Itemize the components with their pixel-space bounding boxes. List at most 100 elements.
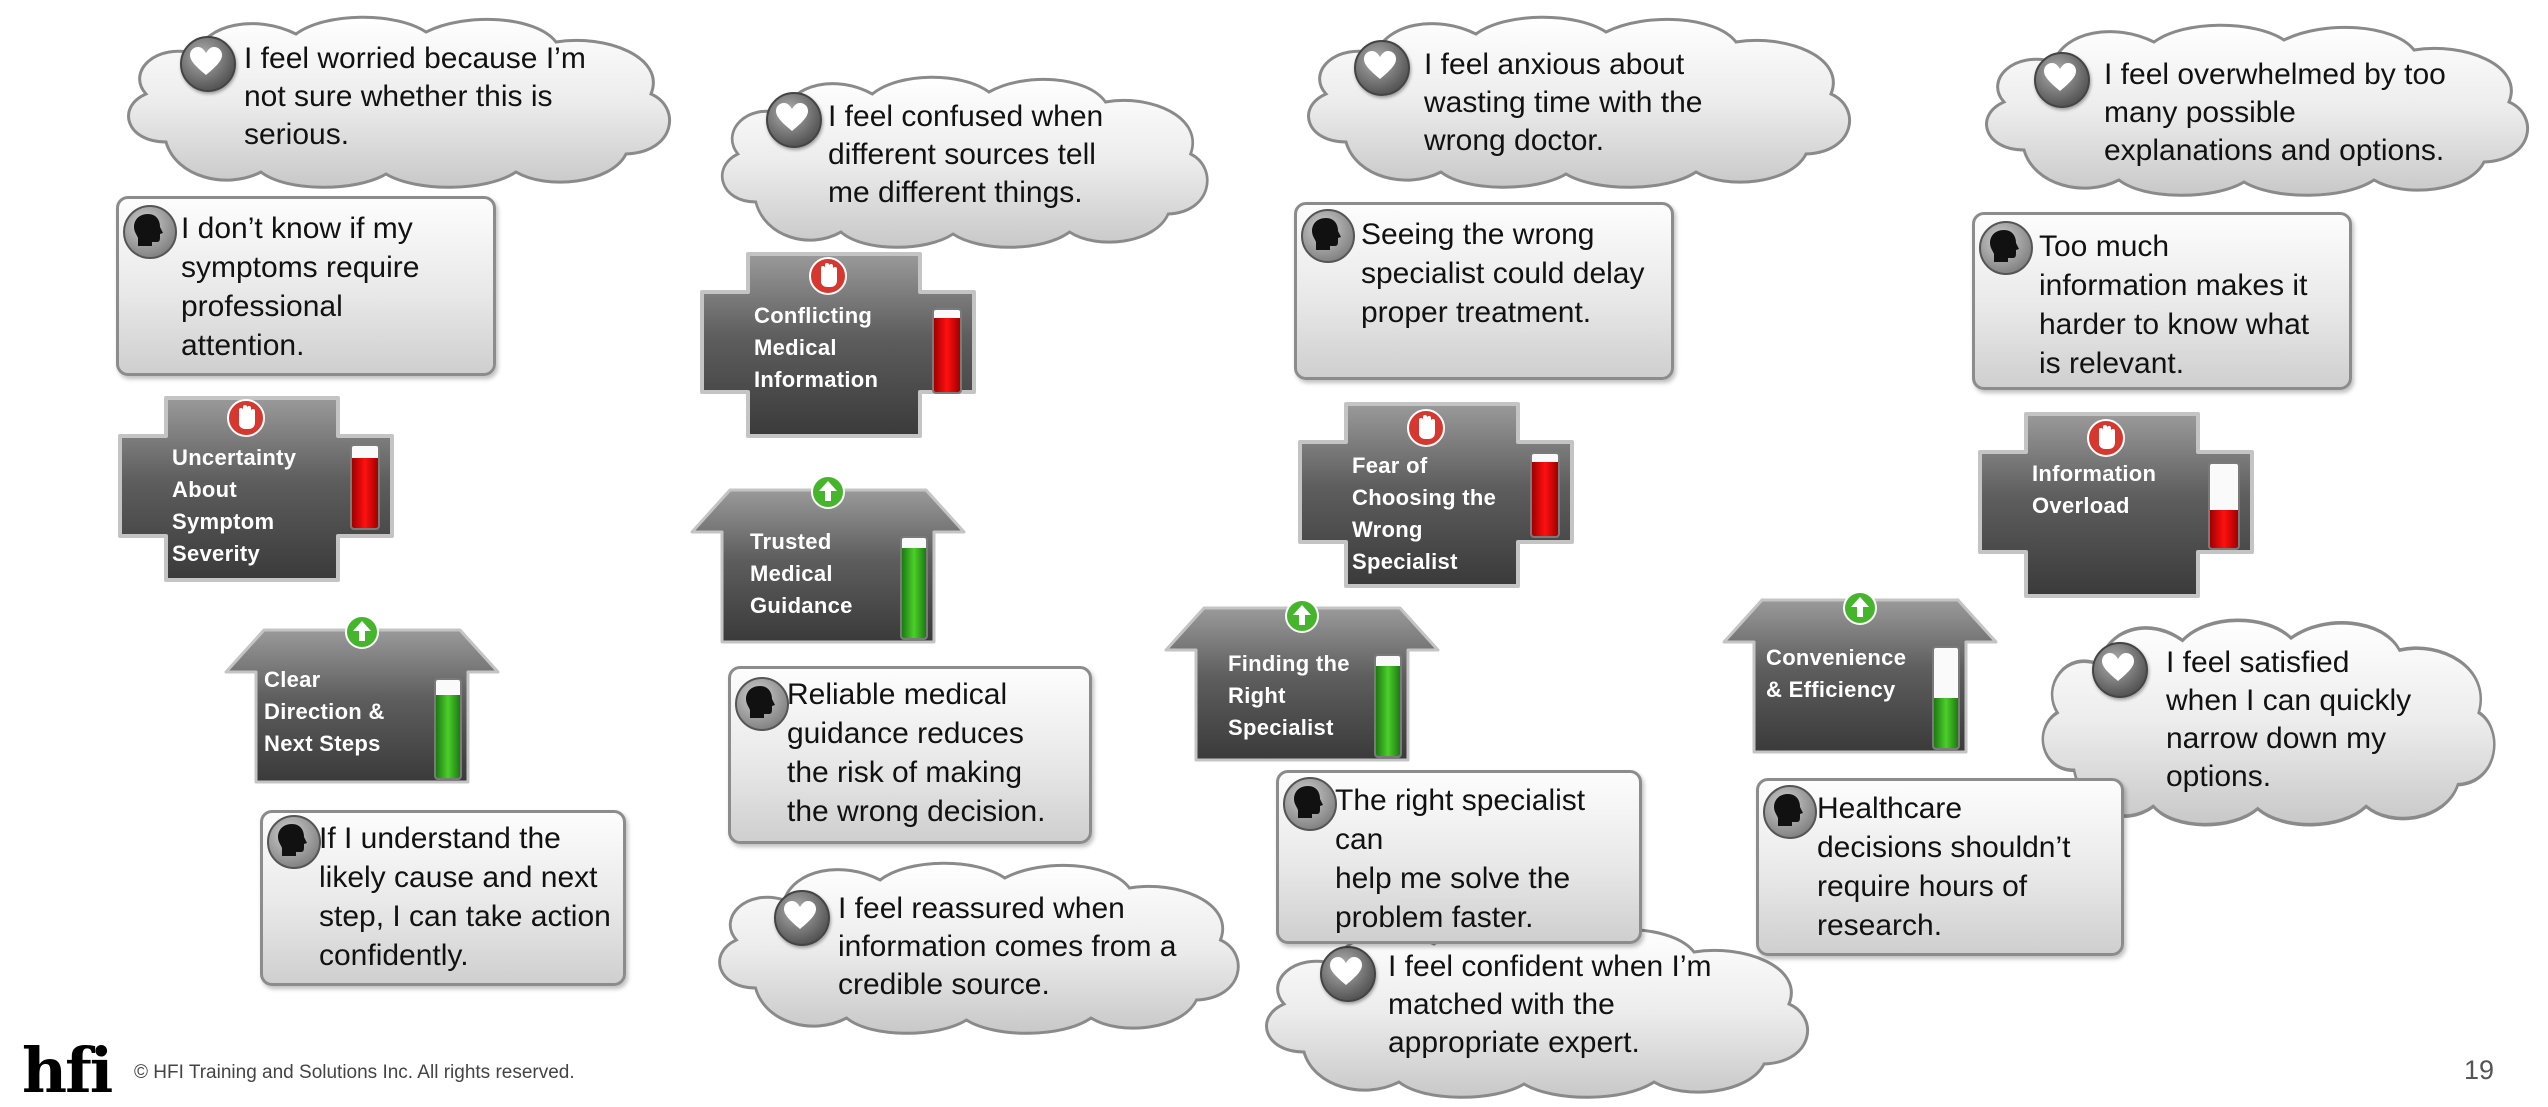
- stop-hand-icon: [2086, 418, 2126, 463]
- cloud-text-line: narrow down my: [2166, 722, 2387, 755]
- pain-label-line: About: [172, 477, 238, 502]
- thought-text-line: the wrong decision.: [787, 795, 1046, 828]
- pain-label-line: Wrong: [1352, 517, 1423, 542]
- stop-hand-icon: [808, 256, 848, 301]
- thought-box: Healthcare decisions shouldn’t require h…: [1756, 778, 2124, 956]
- head-icon: [735, 677, 789, 731]
- copyright-text: © HFI Training and Solutions Inc. All ri…: [134, 1062, 575, 1083]
- pain-point-conflicting: Conflicting Medical Information: [698, 252, 980, 440]
- thought-box: The right specialist can help me solve t…: [1276, 770, 1642, 944]
- thought-text-line: symptoms require: [181, 251, 420, 284]
- cloud-text-line: credible source.: [838, 968, 1050, 1001]
- gain-label-line: Medical: [750, 561, 833, 586]
- gain-label-line: Trusted: [750, 529, 832, 554]
- heart-icon: [180, 36, 236, 92]
- gain-convenience: Convenience & Efficiency: [1722, 580, 1998, 756]
- cloud-text-line: I feel worried because I’m: [244, 42, 586, 75]
- cloud-text-line: I feel anxious about: [1424, 48, 1685, 81]
- pain-label-line: Uncertainty: [172, 445, 297, 470]
- pain-meter: [350, 444, 380, 530]
- thought-text-line: Too much: [2039, 230, 2170, 263]
- pain-meter: [932, 308, 962, 394]
- thought-text-line: proper treatment.: [1361, 296, 1592, 329]
- gain-meter: [434, 678, 462, 780]
- heart-icon: [774, 890, 830, 946]
- pain-label-line: Overload: [2032, 493, 2130, 518]
- thought-box: If I understand the likely cause and nex…: [260, 810, 626, 986]
- cloud-text-line: wasting time with the: [1424, 86, 1703, 119]
- thought-text-line: The right specialist can: [1335, 784, 1586, 856]
- cloud-text-line: information comes from a: [838, 930, 1177, 963]
- heart-icon: [1320, 946, 1376, 1002]
- thought-text-line: specialist could delay: [1361, 257, 1645, 290]
- thought-text-line: professional: [181, 290, 343, 323]
- thought-text-line: Healthcare: [1817, 792, 1963, 825]
- pain-meter: [1530, 452, 1560, 538]
- head-icon: [1283, 777, 1337, 831]
- cloud-text-line: wrong doctor.: [1424, 124, 1605, 157]
- gain-clear-direction: Clear Direction & Next Steps: [224, 610, 500, 786]
- pain-point-uncertainty: Uncertainty About Symptom Severity: [116, 396, 398, 584]
- gain-label-line: Guidance: [750, 593, 853, 618]
- page-number: 19: [2463, 1055, 2494, 1085]
- pain-label-line: Medical: [754, 335, 837, 360]
- thought-text-line: help me solve the: [1335, 862, 1571, 895]
- cloud-text-line: options.: [2166, 760, 2272, 793]
- feeling-cloud-reassured: I feel reassured when information comes …: [698, 858, 1254, 1036]
- hfi-logo: hfi: [22, 1034, 113, 1107]
- gain-meter: [1374, 654, 1402, 758]
- cloud-text-line: I feel reassured when: [838, 892, 1125, 925]
- cloud-text-line: not sure whether this is: [244, 80, 553, 113]
- thought-text-line: guidance reduces: [787, 717, 1024, 750]
- thought-text-line: Seeing the wrong: [1361, 218, 1595, 251]
- thought-text-line: research.: [1817, 909, 1943, 942]
- feeling-cloud-satisfied: I feel satisfied when I can quickly narr…: [2024, 614, 2508, 828]
- feeling-cloud-worried: I feel worried because I’m not sure whet…: [106, 12, 686, 190]
- feeling-cloud-overwhelmed: I feel overwhelmed by too many possible …: [1964, 20, 2544, 198]
- pain-label-line: Conflicting: [754, 303, 873, 328]
- head-icon: [1301, 209, 1355, 263]
- gain-meter: [1932, 646, 1960, 750]
- cloud-text-line: when I can quickly: [2166, 684, 2412, 717]
- gain-label-line: Clear: [264, 667, 321, 692]
- cloud-text-line: I feel confident when I’m: [1388, 950, 1712, 983]
- cloud-text-line: appropriate expert.: [1388, 1026, 1640, 1059]
- cloud-text-line: I feel satisfied: [2166, 646, 2350, 679]
- cloud-text-line: many possible: [2104, 96, 2296, 129]
- thought-text-line: confidently.: [319, 939, 469, 972]
- thought-text-line: require hours of: [1817, 870, 2028, 903]
- thought-text-line: step, I can take action: [319, 900, 611, 933]
- gain-trusted-guidance: Trusted Medical Guidance: [690, 470, 966, 646]
- thought-text-line: decisions shouldn’t: [1817, 831, 2071, 864]
- stop-hand-icon: [226, 398, 266, 443]
- gain-label-line: Right: [1228, 683, 1286, 708]
- thought-text-line: attention.: [181, 329, 305, 362]
- up-arrow-icon: [810, 474, 846, 515]
- pain-label-line: Choosing the: [1352, 485, 1497, 510]
- up-arrow-icon: [1842, 590, 1878, 631]
- thought-box: Seeing the wrong specialist could delay …: [1294, 202, 1674, 380]
- gain-label-line: Next Steps: [264, 731, 381, 756]
- thought-text-line: likely cause and next: [319, 861, 598, 894]
- heart-icon: [2092, 642, 2148, 698]
- cloud-text-line: explanations and options.: [2104, 134, 2445, 167]
- cloud-text-line: I feel overwhelmed by too: [2104, 58, 2446, 91]
- thought-text-line: is relevant.: [2039, 347, 2185, 380]
- gain-meter: [900, 536, 928, 640]
- pain-label-line: Specialist: [1352, 549, 1458, 574]
- pain-meter: [2208, 462, 2240, 550]
- thought-text-line: information makes it: [2039, 269, 2308, 302]
- head-icon: [123, 205, 177, 259]
- pain-label-line: Information: [2032, 461, 2157, 486]
- cloud-text-line: serious.: [244, 118, 350, 151]
- thought-text-line: If I understand the: [319, 822, 561, 855]
- thought-text-line: I don’t know if my: [181, 212, 413, 245]
- feeling-cloud-anxious: I feel anxious about wasting time with t…: [1286, 12, 1866, 190]
- pain-point-fear: Fear of Choosing the Wrong Specialist: [1296, 402, 1578, 590]
- heart-icon: [766, 92, 822, 148]
- pain-label-line: Fear of: [1352, 453, 1428, 478]
- heart-icon: [2034, 52, 2090, 108]
- thought-text-line: Reliable medical: [787, 678, 1008, 711]
- thought-box: Reliable medical guidance reduces the ri…: [728, 666, 1092, 844]
- head-icon: [267, 815, 321, 869]
